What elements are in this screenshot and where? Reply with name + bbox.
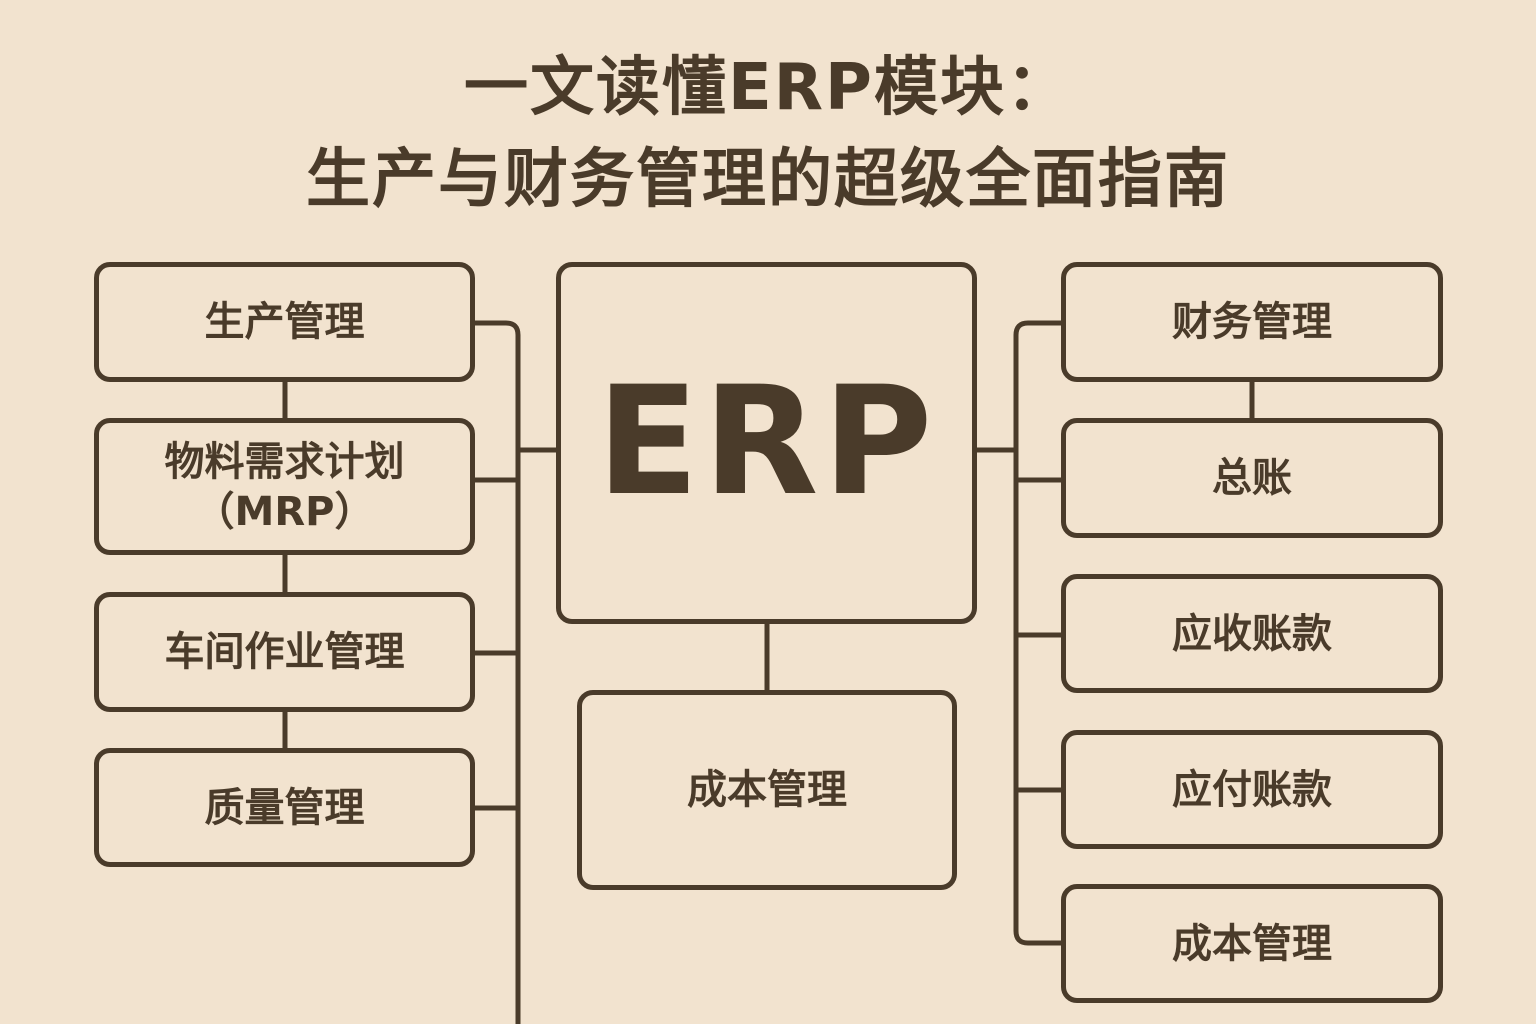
finance-management-node: 财务管理 xyxy=(1061,262,1443,382)
production-management-node: 生产管理 xyxy=(94,262,475,382)
title-line-1: 一文读懂ERP模块： xyxy=(464,51,1072,125)
left-trunk xyxy=(475,320,521,1024)
title-line-2: 生产与财务管理的超级全面指南 xyxy=(306,143,1230,217)
quality-management-node: 质量管理 xyxy=(94,748,475,867)
general-ledger-node: 总账 xyxy=(1061,418,1443,538)
accounts-receivable-node: 应收账款 xyxy=(1061,574,1443,693)
mrp-node: 物料需求计划 （MRP） xyxy=(94,418,475,555)
right-cost-management-node: 成本管理 xyxy=(1061,884,1443,1003)
cost-management-node: 成本管理 xyxy=(577,690,957,890)
accounts-payable-node: 应付账款 xyxy=(1061,730,1443,849)
erp-node: ERP xyxy=(556,262,977,624)
workshop-management-node: 车间作业管理 xyxy=(94,592,475,712)
